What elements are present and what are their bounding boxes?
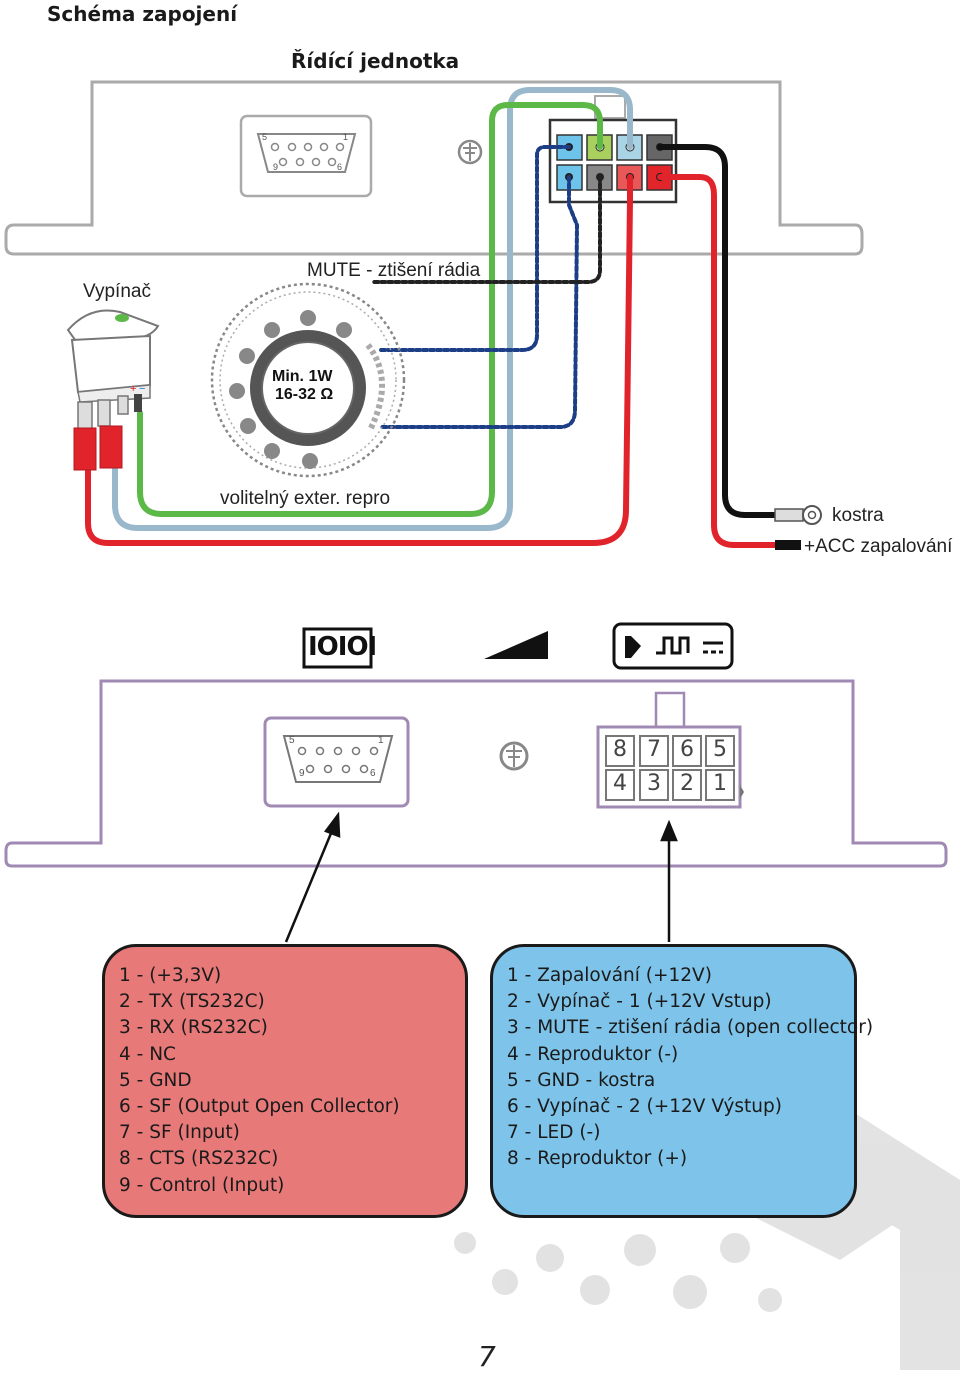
ground-screw-icon: [457, 139, 483, 165]
power-pin-item: 5 - GND - kostra: [507, 1069, 656, 1091]
optional-speaker-label: volitelný exter. repro: [220, 488, 391, 509]
pin-number-2: 2: [680, 771, 694, 796]
page-number: 7: [478, 1340, 496, 1373]
power-pin-item: 2 - Vypínač - 1 (+12V Vstup): [507, 991, 772, 1013]
power-pin-item: 1 - Zapalování (+12V): [507, 965, 712, 986]
pin-number-5: 5: [713, 737, 727, 762]
db9-num-5: 5: [262, 132, 268, 142]
mute-label: MUTE - ztišení rádia: [307, 260, 481, 281]
db9-num-9: 9: [273, 162, 279, 172]
acc-label: +ACC zapalování: [804, 536, 953, 557]
rocker-switch-icon: + −: [66, 309, 160, 471]
power-pin-item: 6 - Vypínač - 2 (+12V Výstup): [507, 1096, 782, 1118]
db9-pin-item: 8 - CTS (RS232C): [119, 1148, 279, 1170]
page-title: Schéma zapojení: [47, 2, 238, 26]
power-pin-item: 3 - MUTE - ztišení rádia (open collector…: [507, 1017, 874, 1039]
db9-num-9: 9: [299, 768, 305, 779]
svg-text:−: −: [139, 383, 145, 395]
power-pin-item: 8 - Reproduktor (+): [507, 1148, 688, 1170]
db9-pinout-box: 1 - (+3,3V) 2 - TX (TS232C) 3 - RX (RS23…: [102, 944, 468, 1218]
svg-text:+: +: [130, 383, 136, 395]
serial-io-icon: IOIOI: [308, 632, 377, 662]
speaker-icon: [210, 282, 406, 478]
ring-terminal-icon: [774, 505, 822, 525]
watermark-logo: [454, 1110, 960, 1370]
db9-num-6: 6: [370, 768, 376, 779]
db9-pin-item: 1 - (+3,3V): [119, 965, 222, 986]
pin-number-1: 1: [713, 771, 727, 796]
db9-num-1: 1: [378, 735, 384, 746]
pin-number-8: 8: [613, 737, 627, 762]
db9-pin-item: 4 - NC: [119, 1043, 176, 1065]
db9-pin-item: 9 - Control (Input): [119, 1174, 285, 1196]
db9-pin-item: 3 - RX (RS232C): [119, 1017, 268, 1039]
pin-number-6: 6: [680, 737, 694, 762]
switch-label: Vypínač: [83, 281, 151, 302]
speaker-spec-line2: 16-32 Ω: [275, 386, 334, 403]
power-pin-item: 7 - LED (-): [507, 1122, 601, 1144]
unit-title: Řídící jednotka: [291, 49, 460, 73]
db9-pin-item: 5 - GND: [119, 1069, 192, 1091]
pin-number-3: 3: [647, 771, 661, 796]
ground-screw-icon: [499, 741, 529, 771]
wires: [85, 87, 783, 548]
power-pinout-box: 1 - Zapalování (+12V) 2 - Vypínač - 1 (+…: [490, 944, 874, 1218]
ground-label: kostra: [832, 505, 884, 526]
db9-pin-item: 2 - TX (TS232C): [119, 991, 265, 1013]
bottom-control-unit: [4, 679, 948, 868]
db9-num-5: 5: [289, 735, 295, 746]
top-control-unit: [4, 80, 864, 256]
db9-pin-item: 7 - SF (Input): [119, 1122, 240, 1144]
db9-num-1: 1: [343, 132, 349, 142]
speaker-spec-line1: Min. 1W: [272, 368, 333, 385]
db9-pin-item: 6 - SF (Output Open Collector): [119, 1096, 400, 1118]
db9-num-6: 6: [337, 162, 343, 172]
pin-number-7: 7: [647, 737, 661, 762]
pointer-arrows: [284, 811, 678, 943]
acc-wire-end: [775, 540, 801, 550]
pin-number-4: 4: [613, 771, 627, 796]
bottom-unit-icons: [302, 622, 734, 670]
power-pin-item: 4 - Reproduktor (-): [507, 1043, 679, 1065]
